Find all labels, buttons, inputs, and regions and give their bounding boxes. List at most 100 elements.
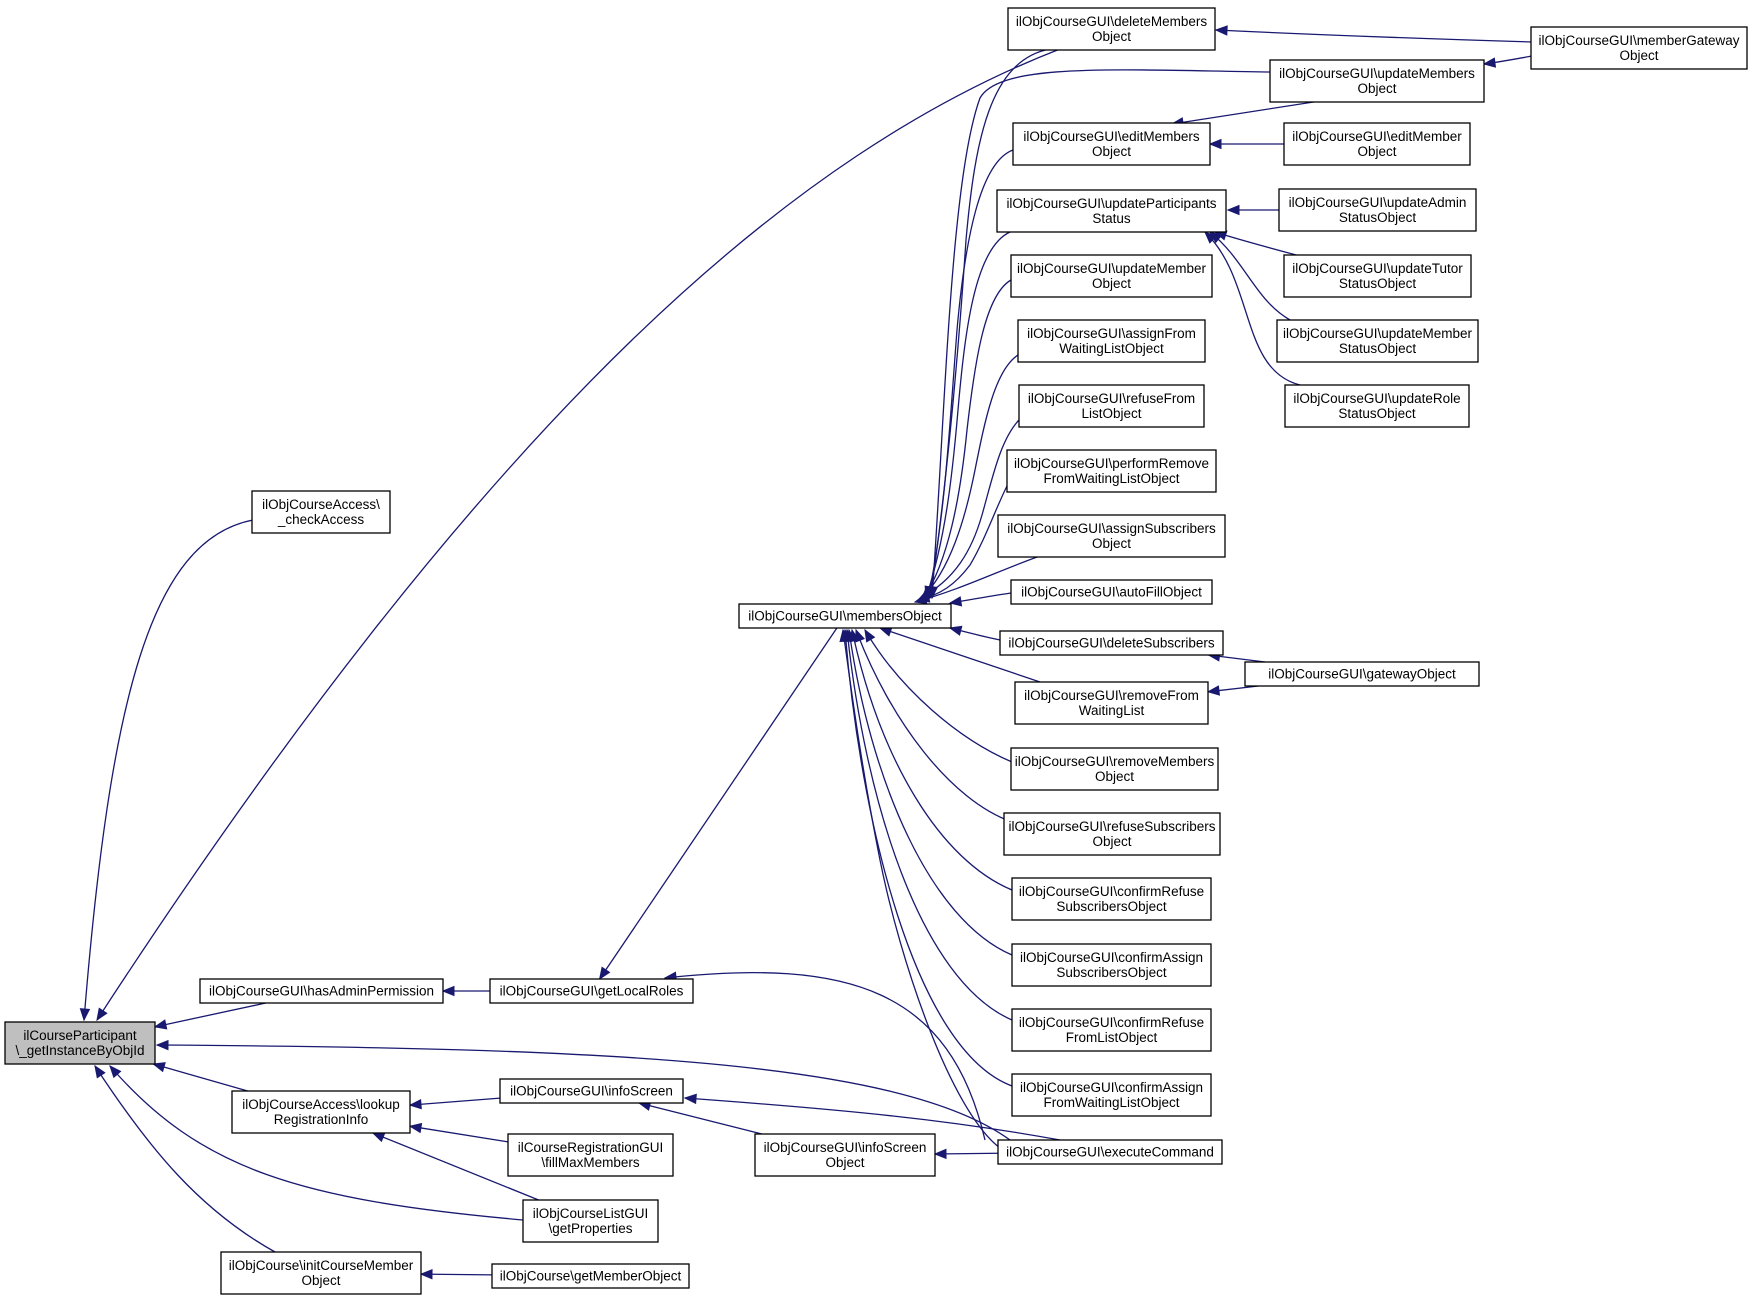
- node-box: [4, 1021, 156, 1065]
- node-box: [1283, 122, 1471, 166]
- node-getLocalRoles[interactable]: ilObjCourseGUI\getLocalRoles: [489, 978, 694, 1004]
- node-label-line: ilObjCourseGUI\membersObject: [748, 609, 942, 624]
- edge-assignFromWaitingListObject-to-membersObject: [921, 354, 1019, 599]
- edge-getMemberObject-to-initCourseMemberObject-arrowhead: [419, 1268, 433, 1280]
- edge-initCourseMemberObject-to-root-arrowhead: [94, 1064, 106, 1079]
- node-membersObject[interactable]: ilObjCourseGUI\membersObject: [738, 603, 952, 629]
- node-box: [220, 1251, 422, 1295]
- node-label-line: \_getInstanceByObjId: [15, 1043, 144, 1058]
- node-label-line: ilObjCourseGUI\updateAdmin: [1289, 195, 1467, 210]
- node-box: [489, 978, 694, 1004]
- node-box: [1278, 188, 1477, 232]
- node-label-line: Object: [1357, 144, 1396, 159]
- node-label-line: Object: [825, 1155, 864, 1170]
- edge-updateMembersObject-to-editMembersObject: [1171, 100, 1321, 125]
- node-checkAccess[interactable]: ilObjCourseAccess\_checkAccess: [251, 490, 391, 534]
- node-label-line: ilObjCourseAccess\: [262, 497, 380, 512]
- node-label-line: RegistrationInfo: [274, 1112, 369, 1127]
- edge-deleteSubscribers-to-membersObject-arrowhead: [948, 625, 963, 636]
- edge-updateTutorStatusObject-to-updateParticipantsStatus: [1214, 231, 1301, 257]
- edge-removeFromWaitingList-to-membersObject: [879, 627, 1041, 683]
- node-getProperties[interactable]: ilObjCourseListGUI\getProperties: [522, 1199, 659, 1243]
- node-label-line: ilObjCourseGUI\infoScreen: [764, 1140, 927, 1155]
- node-fillMaxMembers[interactable]: ilCourseRegistrationGUI\fillMaxMembers: [507, 1133, 674, 1177]
- edge-updateParticipantsStatus-to-membersObject: [925, 231, 1011, 599]
- node-label-line: ilObjCourseGUI\hasAdminPermission: [209, 984, 434, 999]
- node-deleteSubscribers[interactable]: ilObjCourseGUI\deleteSubscribers: [999, 630, 1224, 656]
- node-confirmAssignSubscribersObject[interactable]: ilObjCourseGUI\confirmAssignSubscribersO…: [1011, 943, 1212, 987]
- node-confirmRefuseSubscribersObject[interactable]: ilObjCourseGUI\confirmRefuseSubscribersO…: [1011, 877, 1212, 921]
- node-label-line: ilObjCourseGUI\removeFrom: [1024, 688, 1199, 703]
- edge-updateRoleStatusObject-to-updateParticipantsStatus-arrowhead: [1204, 231, 1217, 244]
- edge-editMemberObject-to-editMembersObject-arrowhead: [1208, 138, 1222, 150]
- node-label-line: ilCourseParticipant: [23, 1028, 137, 1043]
- node-label-line: Status: [1092, 211, 1131, 226]
- node-label-line: Object: [1092, 834, 1131, 849]
- node-hasAdminPermission[interactable]: ilObjCourseGUI\hasAdminPermission: [199, 978, 444, 1004]
- edge-getProperties-to-root-arrowhead: [109, 1065, 122, 1079]
- edge-infoScreen-to-lookupRegistrationInfo: [409, 1097, 501, 1106]
- node-box: [1011, 1073, 1212, 1117]
- node-label-line: ilObjCourseGUI\getLocalRoles: [500, 984, 684, 999]
- node-box: [231, 1090, 411, 1134]
- node-box: [1269, 59, 1485, 103]
- node-confirmRefuseFromListObject[interactable]: ilObjCourseGUI\confirmRefuseFromListObje…: [1011, 1008, 1212, 1052]
- node-label-line: ilObjCourseGUI\refuseFrom: [1028, 391, 1195, 406]
- edge-executeCommand-to-root-arrowhead: [155, 1039, 169, 1051]
- edge-assignSubscribersObject-to-membersObject: [914, 555, 1041, 603]
- node-confirmAssignFromWaitingListObject[interactable]: ilObjCourseGUI\confirmAssignFromWaitingL…: [1011, 1073, 1212, 1117]
- node-label-line: ilObjCourseGUI\autoFillObject: [1021, 585, 1202, 600]
- node-getMemberObject[interactable]: ilObjCourse\getMemberObject: [491, 1263, 690, 1289]
- node-box: [1014, 681, 1209, 725]
- node-box: [1011, 943, 1212, 987]
- node-label-line: ilObjCourseGUI\deleteSubscribers: [1008, 636, 1215, 651]
- node-label-line: ilObjCourseGUI\editMembers: [1023, 129, 1200, 144]
- node-label-line: ilObjCourseGUI\updateParticipants: [1006, 196, 1216, 211]
- edge-updateAdminStatusObject-to-updateParticipantsStatus-arrowhead: [1226, 204, 1240, 216]
- node-performRemoveFromWaitingListObject[interactable]: ilObjCourseGUI\performRemoveFromWaitingL…: [1006, 449, 1217, 493]
- edge-memberGatewayObject-to-deleteMembersObject: [1215, 29, 1533, 43]
- node-label-line: Object: [1092, 276, 1131, 291]
- edge-checkAccess-to-root-arrowhead: [79, 1008, 91, 1022]
- node-label-line: ilObjCourseGUI\removeMembers: [1015, 754, 1215, 769]
- edge-updateMemberStatusObject-to-updateParticipantsStatus: [1209, 231, 1291, 321]
- node-infoScreen[interactable]: ilObjCourseGUI\infoScreen: [499, 1078, 684, 1104]
- node-assignFromWaitingListObject[interactable]: ilObjCourseGUI\assignFromWaitingListObje…: [1017, 319, 1206, 363]
- node-label-line: Object: [1092, 144, 1131, 159]
- node-gatewayObject[interactable]: ilObjCourseGUI\gatewayObject: [1244, 661, 1480, 687]
- node-box: [507, 1133, 674, 1177]
- edge-refuseSubscribersObject-to-membersObject: [855, 629, 1013, 823]
- node-box: [999, 630, 1224, 656]
- node-box: [1017, 319, 1206, 363]
- node-label-line: WaitingList: [1079, 703, 1145, 718]
- node-executeCommand[interactable]: ilObjCourseGUI\executeCommand: [997, 1139, 1223, 1165]
- edge-getProperties-to-root: [109, 1065, 524, 1221]
- edge-executeCommand-to-infoScreen-arrowhead: [683, 1093, 697, 1105]
- node-root[interactable]: ilCourseParticipant\_getInstanceByObjId: [4, 1021, 156, 1065]
- node-label-line: \fillMaxMembers: [541, 1155, 640, 1170]
- edge-refuseFromListObject-to-membersObject: [919, 419, 1020, 599]
- node-box: [1284, 384, 1470, 428]
- node-box: [1006, 449, 1217, 493]
- node-autoFillObject[interactable]: ilObjCourseGUI\autoFillObject: [1010, 579, 1213, 605]
- node-box: [997, 1139, 1223, 1165]
